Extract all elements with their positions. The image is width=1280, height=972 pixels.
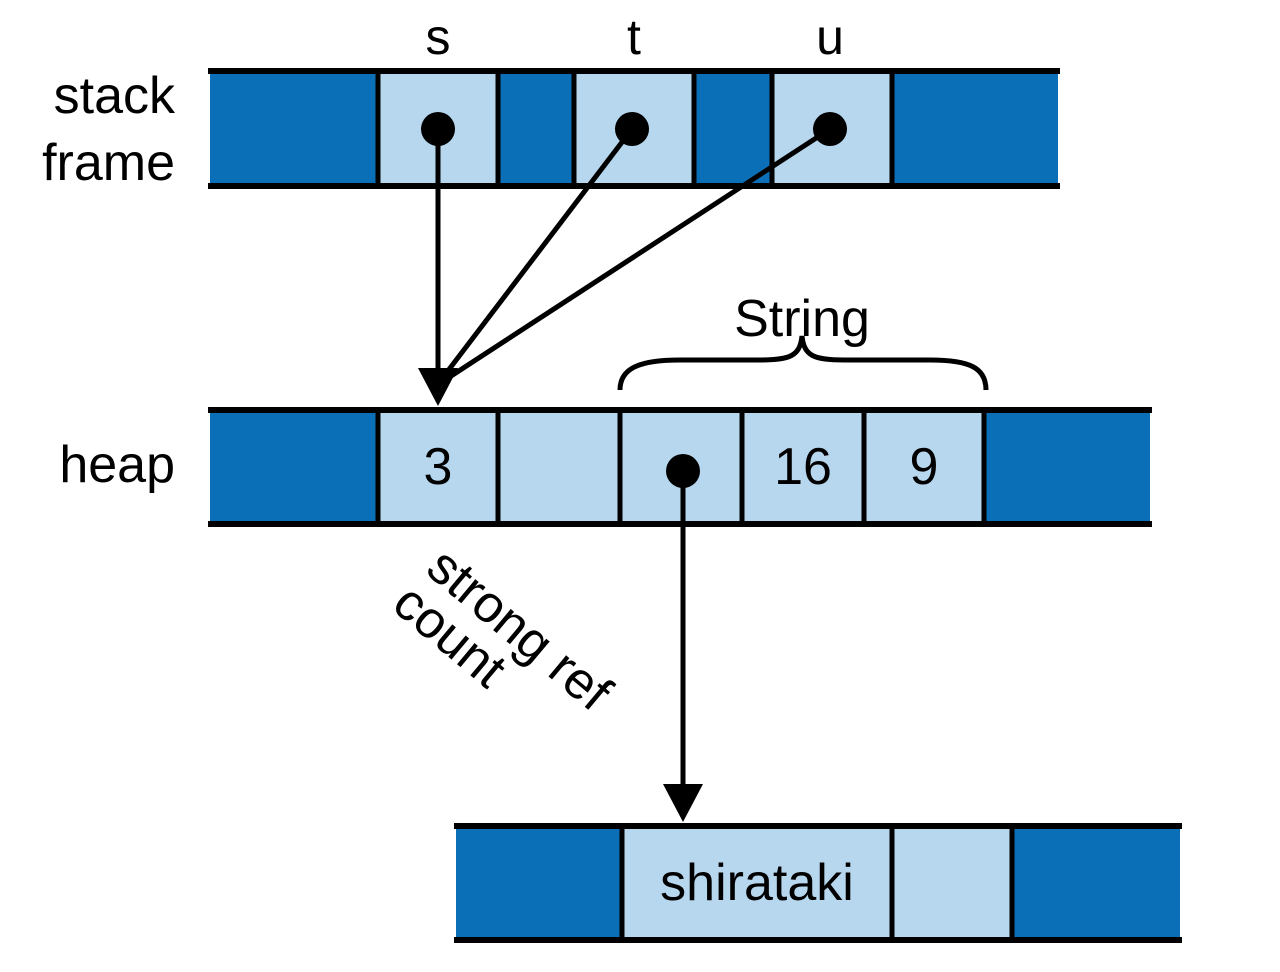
stack-frame-row: stack frame s t u: [42, 9, 1060, 192]
string-brace: [617, 335, 989, 391]
capacity-value: 16: [774, 438, 832, 496]
heap-cell-0: [210, 410, 378, 524]
buffer-cell-0: [456, 826, 622, 940]
heap-cell-refcount: [378, 410, 498, 524]
stack-cell-0: [210, 73, 378, 185]
stack-label-line1: stack: [54, 67, 176, 125]
arrowhead-into-buffer: [663, 784, 703, 822]
refcount-annotation: strong ref count: [382, 537, 622, 723]
pointer-u: [446, 126, 832, 381]
heap-row: heap 3 16 9: [59, 407, 1152, 527]
refcount-value: 3: [424, 438, 453, 496]
heap-label: heap: [59, 436, 175, 494]
pointer-dot-t: [615, 112, 649, 146]
pointer-dot-u: [813, 112, 847, 146]
stack-cell-2: [498, 73, 574, 185]
buffer-row: shirataki: [454, 823, 1182, 943]
heap-cell-weak: [498, 410, 620, 524]
arrowhead-into-heap: [418, 368, 458, 406]
var-label-s: s: [426, 9, 451, 65]
length-value: 9: [910, 438, 939, 496]
pointer-t: [442, 127, 634, 378]
string-brace-group: String: [617, 290, 989, 391]
buffer-cell-text: [622, 826, 892, 940]
pointer-dot-s: [421, 112, 455, 146]
pointer-dot-string: [666, 454, 700, 488]
heap-to-buffer-pointer: [663, 454, 703, 822]
buffer-cell-spare: [892, 826, 1012, 940]
heap-cell-length: [864, 410, 984, 524]
heap-cell-7: [984, 410, 1150, 524]
stack-cell-4: [694, 73, 772, 185]
buffer-cell-3: [1012, 826, 1180, 940]
var-label-t: t: [627, 9, 641, 65]
var-label-u: u: [816, 9, 844, 65]
stack-label-line2: frame: [42, 134, 175, 192]
buffer-text: shirataki: [660, 854, 854, 912]
stack-cell-6: [892, 73, 1058, 185]
stack-to-heap-pointers: [418, 112, 847, 406]
heap-cell-capacity: [742, 410, 864, 524]
string-label: String: [734, 290, 870, 348]
